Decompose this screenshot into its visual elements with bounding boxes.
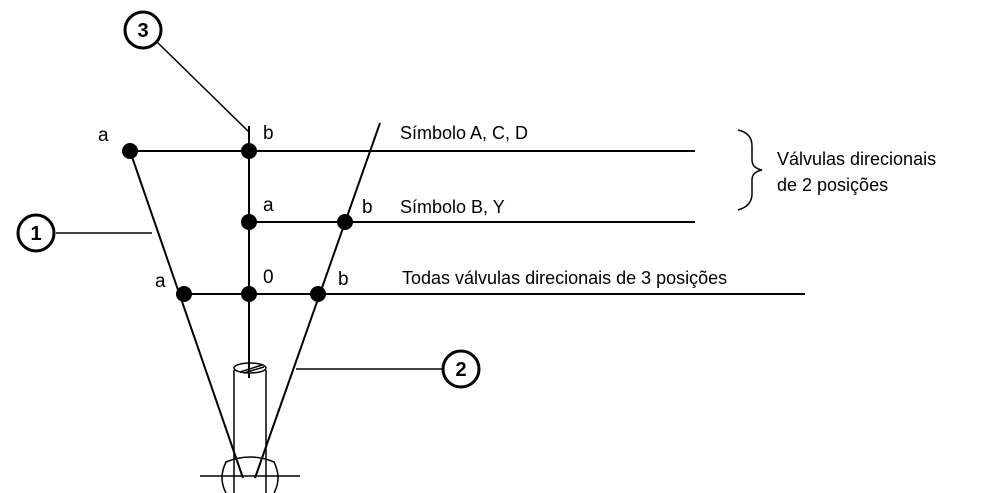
- lever-pivot-base: [200, 456, 300, 493]
- swing-line-left: [129, 150, 244, 479]
- position-dot-middle-b: [337, 214, 353, 230]
- lever-handle: [233, 362, 267, 458]
- position-dot-bottom-b: [310, 286, 326, 302]
- label-top-b: b: [263, 123, 274, 144]
- svg-text:1: 1: [30, 223, 41, 245]
- position-dot-bottom-a: [176, 286, 192, 302]
- position-dot-top-a: [122, 143, 138, 159]
- position-dot-top-b: [241, 143, 257, 159]
- svg-text:3: 3: [137, 20, 148, 42]
- brace-note-line2: de 2 posições: [777, 175, 888, 195]
- curly-brace: [737, 129, 763, 211]
- position-dot-bottom-0: [241, 286, 257, 302]
- text-bottom-all-3-position: Todas válvulas direcionais de 3 posições: [402, 268, 727, 288]
- text-middle-symbols: Símbolo B, Y: [400, 197, 505, 217]
- label-middle-a: a: [263, 195, 274, 216]
- label-bottom-0: 0: [263, 267, 274, 288]
- callout-3: 3: [123, 10, 163, 50]
- position-dot-middle-a: [241, 214, 257, 230]
- callout-3-leader: [156, 41, 250, 133]
- callout-2: 2: [441, 349, 481, 389]
- label-bottom-a: a: [155, 271, 166, 292]
- label-middle-b: b: [362, 197, 373, 218]
- label-bottom-b: b: [338, 269, 349, 290]
- callout-1: 1: [16, 213, 56, 253]
- svg-text:2: 2: [455, 359, 466, 381]
- label-top-a: a: [98, 125, 109, 146]
- text-top-symbols: Símbolo A, C, D: [400, 123, 528, 143]
- brace-note-line1: Válvulas direcionais: [777, 149, 936, 169]
